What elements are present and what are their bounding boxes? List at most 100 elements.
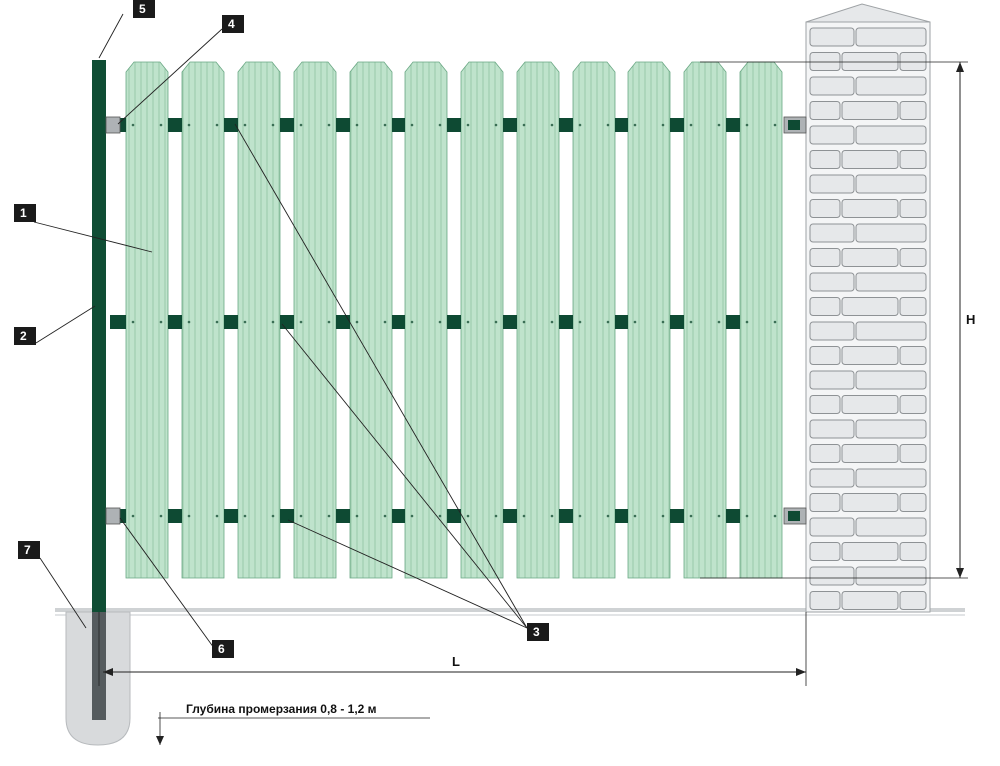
- picket: [125, 61, 169, 579]
- rivet: [327, 320, 331, 324]
- rivet: [745, 514, 749, 518]
- rail-segment: [726, 118, 740, 132]
- brick: [841, 297, 899, 316]
- rivet: [633, 514, 637, 518]
- rail-segment: [168, 509, 182, 523]
- freezing-depth-marker: Глубина промерзания 0,8 - 1,2 м: [156, 702, 430, 745]
- rivet: [689, 123, 693, 127]
- rivet: [689, 320, 693, 324]
- rail-segment: [670, 315, 684, 329]
- callout-7-label: 7: [24, 543, 31, 557]
- height-label: H: [966, 312, 975, 327]
- brick: [855, 517, 927, 537]
- height-dimension: H: [700, 61, 975, 579]
- rivet: [131, 514, 135, 518]
- rivet: [494, 514, 498, 518]
- rivet: [271, 514, 275, 518]
- picket: [739, 61, 783, 579]
- rivet: [383, 514, 387, 518]
- rail-segment: [670, 118, 684, 132]
- picket: [460, 61, 504, 579]
- rivet: [299, 123, 303, 127]
- brick: [809, 444, 841, 463]
- rivet: [187, 320, 191, 324]
- callout-3: 3: [527, 623, 549, 641]
- brick: [855, 566, 927, 586]
- rivet: [522, 514, 526, 518]
- callout-5-label: 5: [139, 2, 146, 16]
- rivet: [661, 320, 665, 324]
- brick: [841, 199, 899, 218]
- brick: [809, 27, 855, 47]
- brick: [809, 566, 855, 586]
- rivet: [466, 320, 470, 324]
- rail-segment: [110, 315, 126, 329]
- brick: [855, 223, 927, 243]
- rivet: [131, 123, 135, 127]
- rail-segment: [726, 509, 740, 523]
- leader-lines: [33, 13, 528, 649]
- brick: [841, 346, 899, 365]
- rivet: [299, 320, 303, 324]
- rail-segment: [392, 509, 405, 523]
- brick: [809, 517, 855, 537]
- rail-segment: [726, 315, 740, 329]
- picket: [516, 61, 560, 579]
- rail-segment: [503, 509, 517, 523]
- rivet: [327, 123, 331, 127]
- rivet: [271, 320, 275, 324]
- brick: [899, 444, 927, 463]
- brick: [855, 321, 927, 341]
- rivet: [438, 514, 442, 518]
- rivet: [522, 320, 526, 324]
- rail-segment: [615, 118, 628, 132]
- brick: [855, 370, 927, 390]
- callout-2-label: 2: [20, 329, 27, 343]
- brick: [899, 101, 927, 120]
- rivet: [550, 514, 554, 518]
- brick: [809, 346, 841, 365]
- rivet: [773, 123, 777, 127]
- rail-segment: [168, 118, 182, 132]
- brick: [809, 395, 841, 414]
- brick: [809, 493, 841, 512]
- callout-1-label: 1: [20, 206, 27, 220]
- rivet: [327, 514, 331, 518]
- rail-segment: [280, 118, 294, 132]
- rivet: [661, 123, 665, 127]
- brick: [809, 125, 855, 145]
- rivet: [494, 320, 498, 324]
- rivet: [159, 123, 163, 127]
- rivet: [410, 123, 414, 127]
- brick: [899, 346, 927, 365]
- brick: [899, 493, 927, 512]
- rivet: [606, 514, 610, 518]
- rivet: [187, 123, 191, 127]
- brick: [841, 542, 899, 561]
- callout-5: 5: [133, 0, 155, 18]
- brick: [809, 199, 841, 218]
- rail-segment: [559, 509, 573, 523]
- rail-segment: [224, 315, 238, 329]
- brick: [809, 297, 841, 316]
- brick: [855, 125, 927, 145]
- rivet: [355, 320, 359, 324]
- rivet: [633, 123, 637, 127]
- rail-segment: [336, 118, 350, 132]
- callout-7: 7: [18, 541, 40, 559]
- brick: [899, 248, 927, 267]
- rivet: [661, 514, 665, 518]
- rivet: [187, 514, 191, 518]
- brick: [841, 101, 899, 120]
- rivet: [243, 320, 247, 324]
- brick: [841, 248, 899, 267]
- rail-segment: [336, 509, 350, 523]
- rail-segment: [503, 118, 517, 132]
- rivet: [633, 320, 637, 324]
- ground: [55, 608, 965, 616]
- brick: [809, 150, 841, 169]
- brick: [855, 272, 927, 292]
- rivet: [745, 320, 749, 324]
- picket: [293, 61, 337, 579]
- rail-segment: [392, 315, 405, 329]
